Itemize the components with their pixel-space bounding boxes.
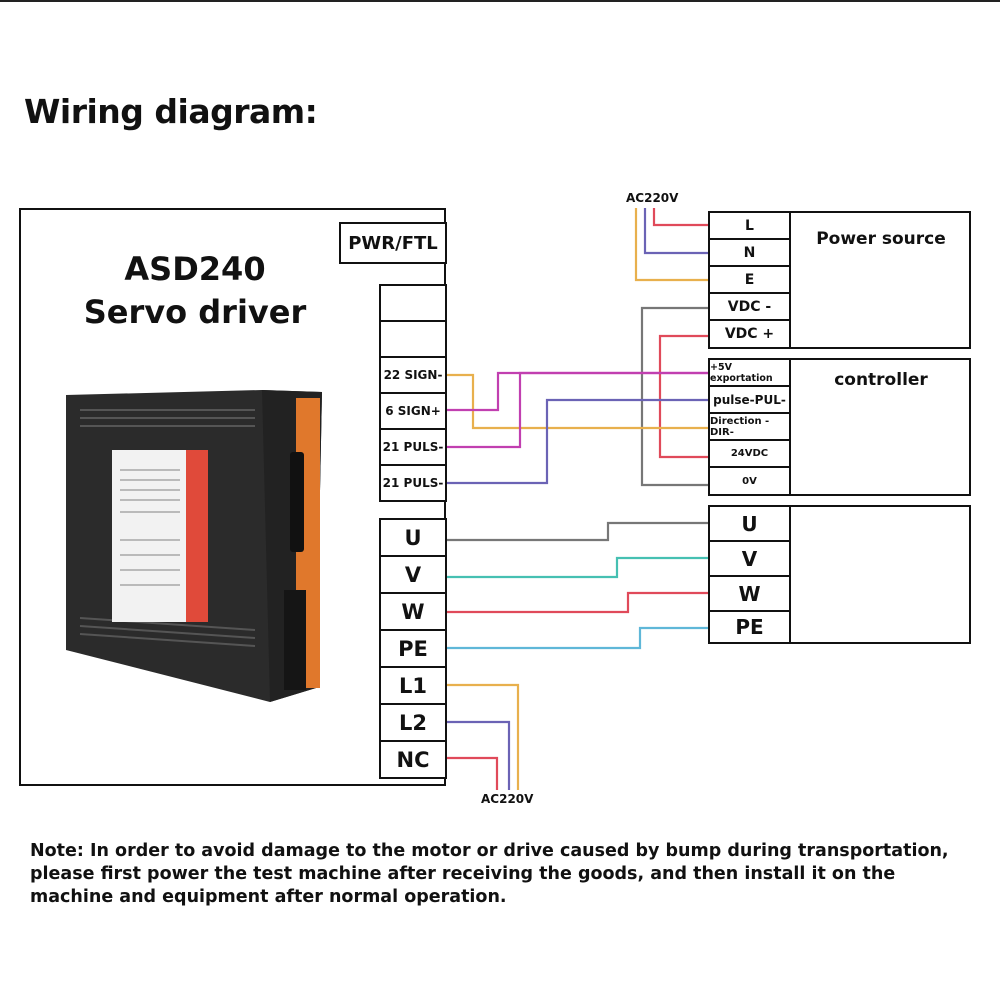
motor-terminal-pe: PE <box>708 610 791 644</box>
wire-nc <box>446 756 499 790</box>
power-port-v: V <box>379 555 447 594</box>
wire-puls-1 <box>446 371 708 449</box>
wire-sign-minus <box>446 373 708 430</box>
power-port-l2: L2 <box>379 703 447 742</box>
power-source-panel <box>789 211 971 349</box>
motor-terminal-w: W <box>708 575 791 612</box>
ac220v-bottom-label: AC220V <box>481 792 534 806</box>
wire-vdc-minus <box>640 306 708 487</box>
blank-port-2 <box>379 320 447 358</box>
motor-terminal-u: U <box>708 505 791 542</box>
power-source-title: Power source <box>816 229 946 249</box>
ctrl-terminal-0v: 0V <box>708 466 791 496</box>
pwr-ftl-label: PWR/FTL <box>339 222 447 264</box>
page-title: Wiring diagram: <box>24 92 318 131</box>
power-port-l1: L1 <box>379 666 447 705</box>
power-port-w: W <box>379 592 447 631</box>
ctrl-terminal-24vdc: 24VDC <box>708 439 791 468</box>
ps-terminal-e: E <box>708 265 791 294</box>
servo-driver-image <box>66 390 322 702</box>
wire-sign-plus <box>446 371 708 412</box>
wire-l2 <box>446 720 511 790</box>
signal-port-4: 21 PULS- <box>379 464 447 502</box>
wire-ac-e <box>634 208 708 282</box>
wire-pe <box>446 626 708 650</box>
signal-port-3: 21 PULS- <box>379 428 447 466</box>
signal-port-2: 6 SIGN+ <box>379 392 447 430</box>
controller-title: controller <box>834 370 928 390</box>
ac220v-top-label: AC220V <box>626 191 679 205</box>
power-port-u: U <box>379 518 447 557</box>
transport-note: Note: In order to avoid damage to the mo… <box>30 841 949 907</box>
ctrl-terminal-5v: +5V exportation <box>708 358 791 387</box>
wire-puls-2 <box>446 398 708 485</box>
power-port-nc: NC <box>379 740 447 779</box>
top-rule <box>0 0 1000 2</box>
wire-ac-n <box>643 208 708 255</box>
driver-subtitle: Servo driver <box>83 293 307 331</box>
wire-w <box>446 591 708 614</box>
ctrl-terminal-dir: Direction -DIR- <box>708 412 791 441</box>
ps-terminal-n: N <box>708 238 791 267</box>
ctrl-terminal-pul: pulse-PUL- <box>708 385 791 414</box>
controller-panel <box>789 358 971 496</box>
driver-model: ASD240 <box>124 250 266 288</box>
wire-u <box>446 521 708 542</box>
blank-port-1 <box>379 284 447 322</box>
motor-terminal-v: V <box>708 540 791 577</box>
ps-terminal-l: L <box>708 211 791 240</box>
wire-ac-l <box>652 208 708 227</box>
ps-terminal-vdc-plus: VDC + <box>708 319 791 349</box>
ps-terminal-vdc-minus: VDC - <box>708 292 791 321</box>
wire-v <box>446 556 708 579</box>
wire-vdc-plus <box>658 334 708 459</box>
motor-panel <box>789 505 971 644</box>
power-port-pe: PE <box>379 629 447 668</box>
wire-l1 <box>446 683 520 790</box>
signal-port-1: 22 SIGN- <box>379 356 447 394</box>
